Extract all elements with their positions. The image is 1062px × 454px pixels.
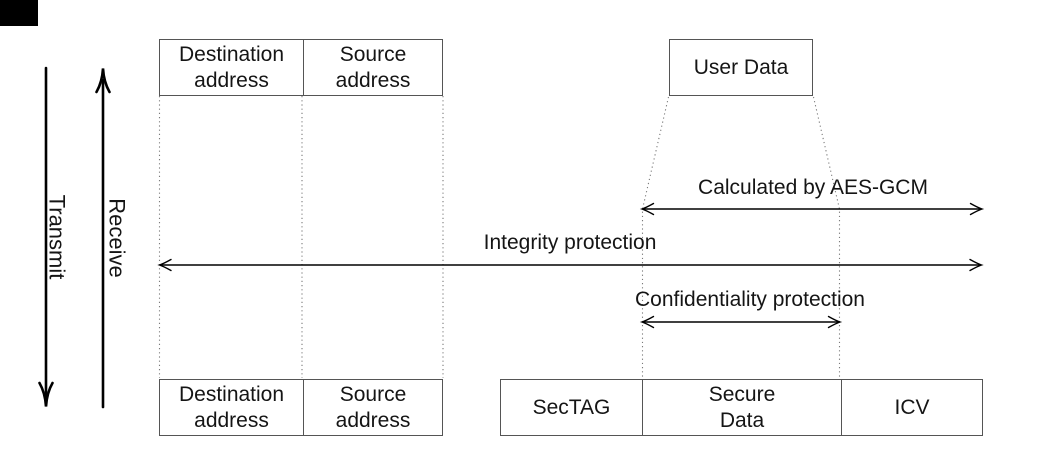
receive-arrow	[95, 68, 111, 409]
sectag-cell: SecTAG	[501, 380, 642, 435]
corner-marker	[0, 0, 38, 26]
cell-text: address	[194, 408, 269, 432]
secure-frame: SecTAG Secure Data ICV	[500, 379, 983, 436]
cell-text: User Data	[693, 55, 789, 79]
confidentiality-arrow	[639, 315, 843, 329]
integrity-arrow	[157, 258, 984, 272]
cell-text: Data	[719, 408, 765, 432]
bottom-destination-address-cell: Destination address	[160, 380, 303, 435]
integrity-label-text: Integrity protection	[483, 231, 657, 254]
cell-text: Destination	[178, 42, 285, 66]
bottom-address-frame: Destination address Source address	[159, 379, 443, 436]
cell-text: address	[335, 408, 411, 432]
cell-text: Source	[339, 42, 407, 66]
secure-data-cell: Secure Data	[642, 380, 841, 435]
cell-text: Destination	[178, 382, 285, 406]
top-source-address-cell: Source address	[303, 40, 442, 95]
confidentiality-label-text: Confidentiality protection	[635, 288, 865, 311]
user-data-cell: User Data	[670, 40, 812, 95]
user-data-box: User Data	[669, 39, 813, 96]
cell-text: SecTAG	[532, 395, 611, 419]
cell-text: Secure	[708, 382, 776, 406]
transmit-label-text: Transmit	[44, 194, 69, 280]
cell-text: Source	[339, 382, 407, 406]
cell-text: address	[335, 68, 411, 92]
cell-text: address	[194, 68, 269, 92]
top-destination-address-cell: Destination address	[160, 40, 303, 95]
dotted-connector-left-frame	[158, 96, 444, 378]
top-address-frame: Destination address Source address	[159, 39, 443, 96]
aes-gcm-arrow	[639, 202, 985, 216]
dotted-connector-user-data	[641, 96, 841, 378]
aes-gcm-label-text: Calculated by AES-GCM	[698, 176, 928, 199]
cell-text: ICV	[894, 395, 930, 419]
receive-label-text: Receive	[105, 198, 131, 278]
bottom-source-address-cell: Source address	[303, 380, 442, 435]
transmit-arrow	[38, 66, 54, 407]
icv-cell: ICV	[841, 380, 982, 435]
